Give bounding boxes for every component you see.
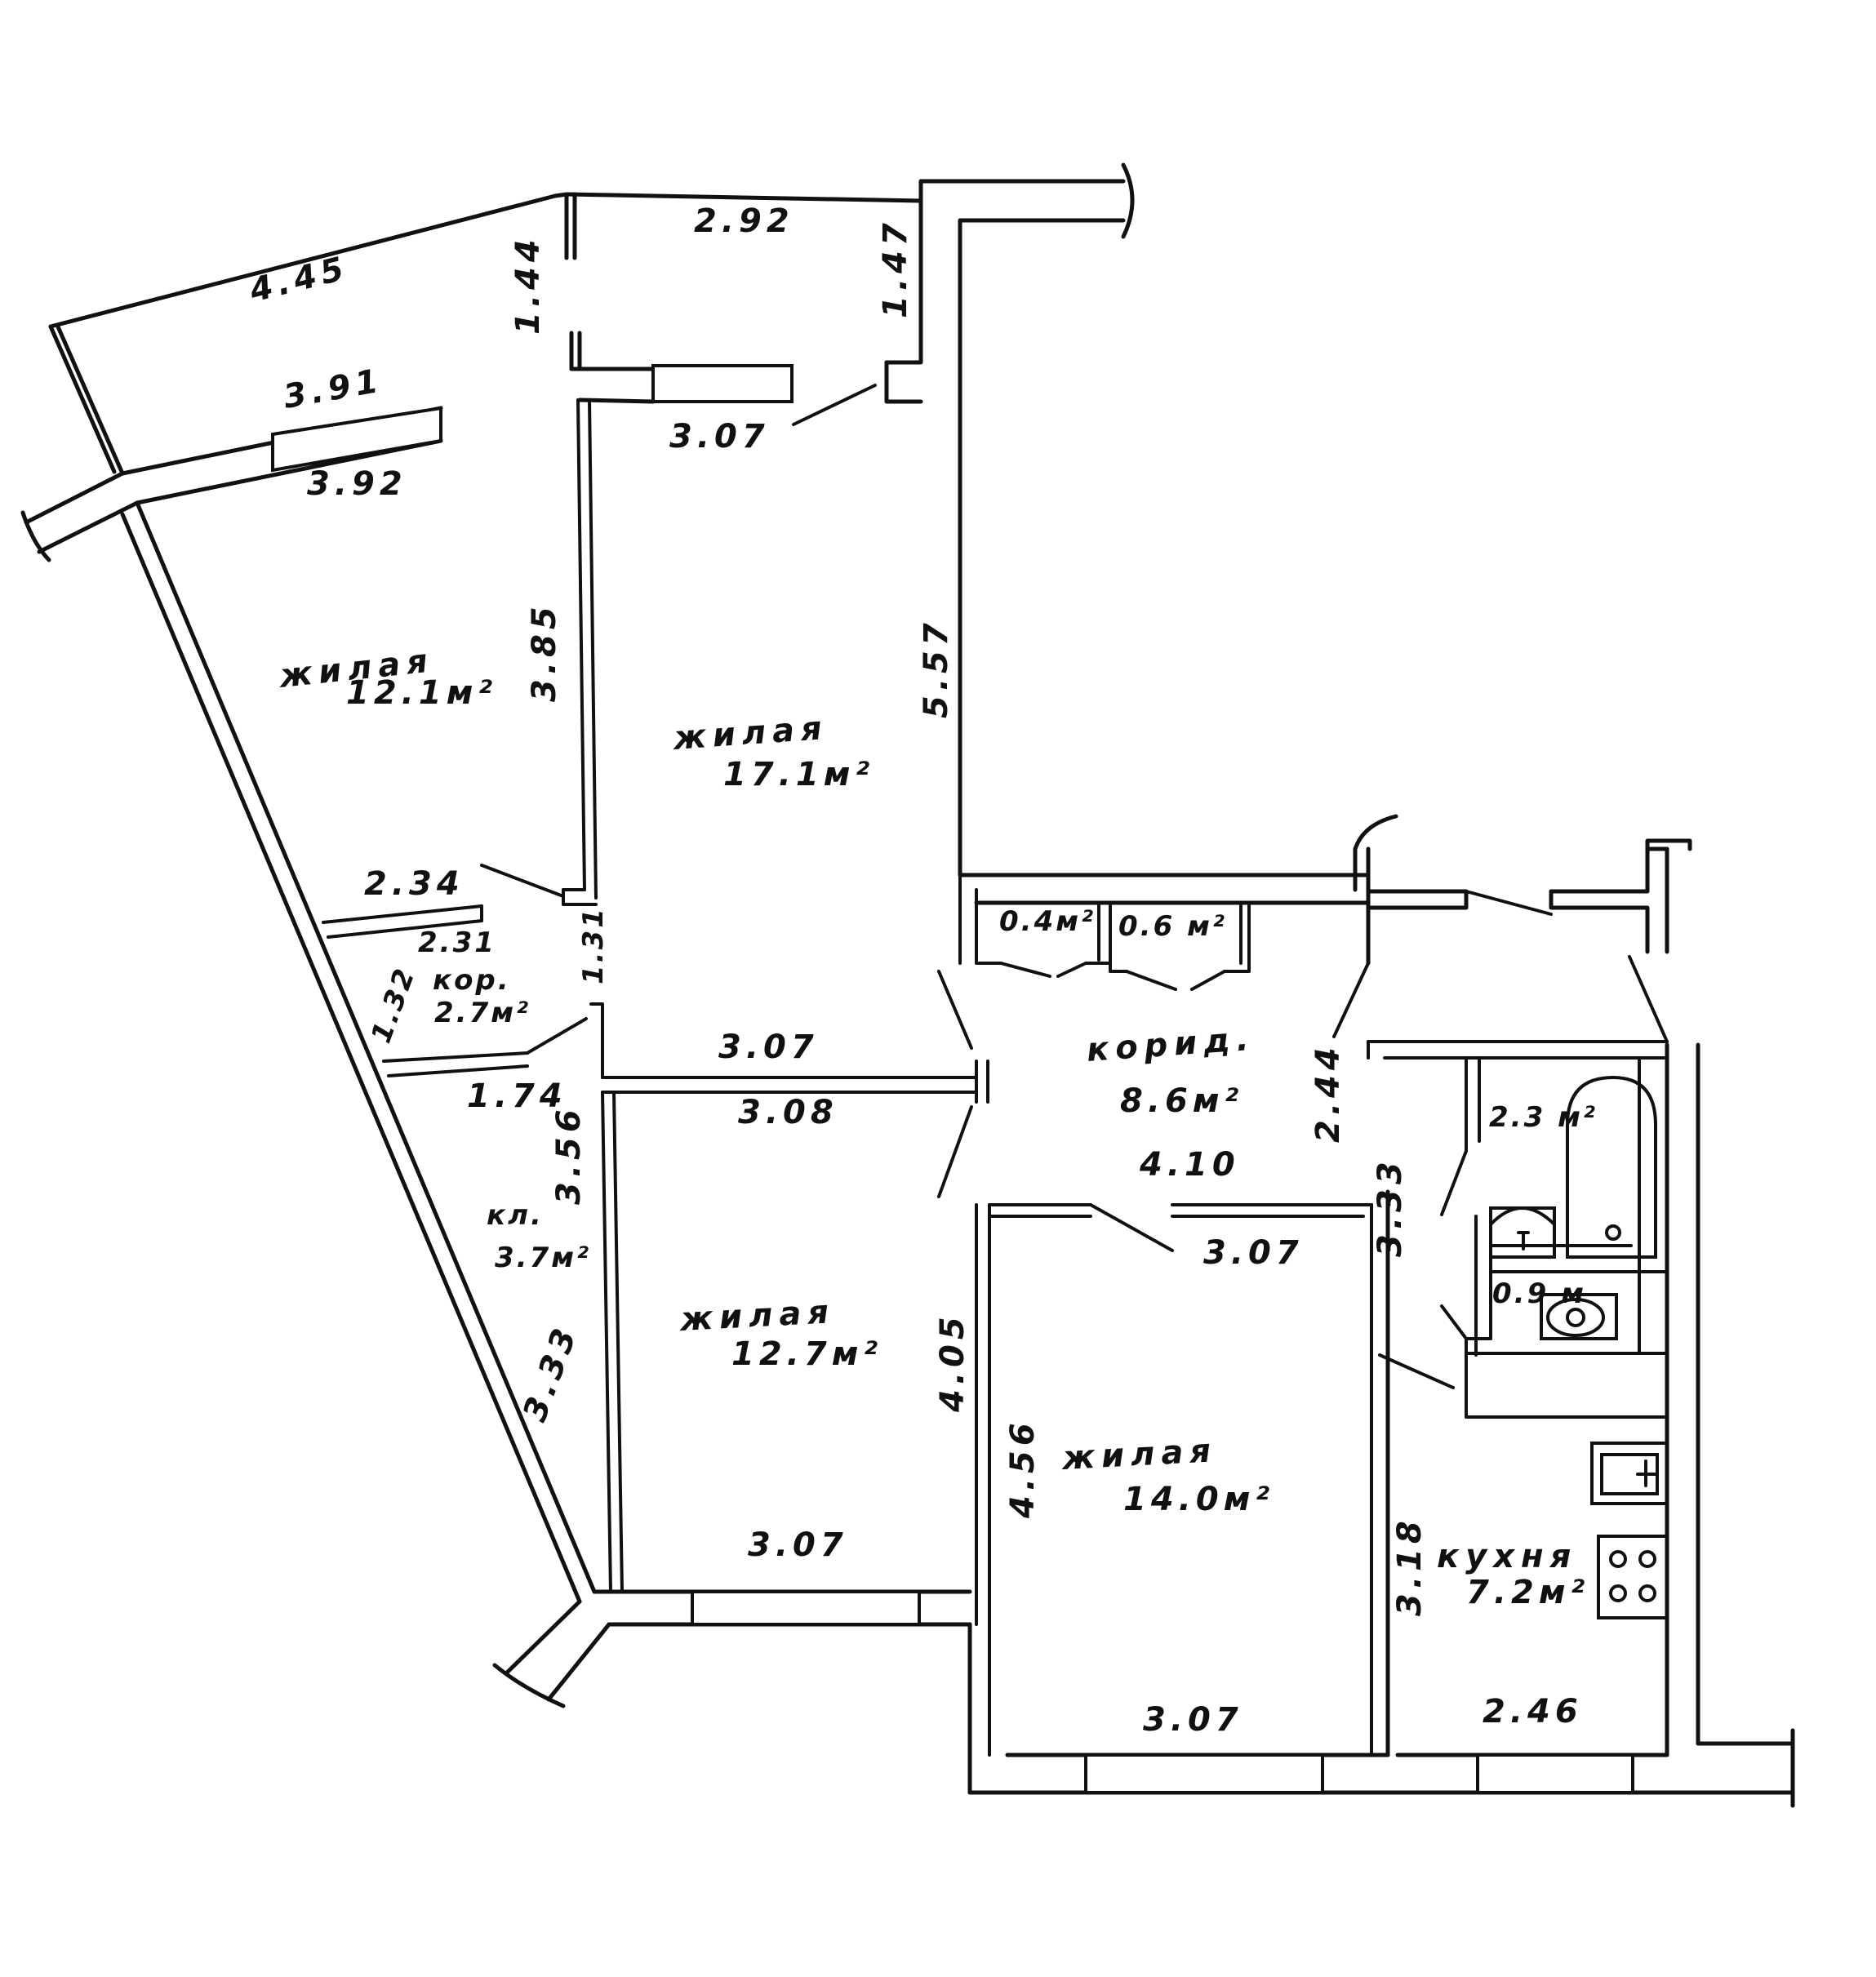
- dim-nw-height: 3.85: [526, 602, 563, 702]
- dim-north-top: 3.07: [669, 418, 770, 455]
- dim-nw-top-inner: 3.92: [307, 465, 407, 503]
- fixtures: [1489, 1075, 1669, 1619]
- corridor-small-name: кор.: [433, 964, 511, 997]
- corridor-main-area: 8.6м²: [1120, 1082, 1243, 1120]
- dim-small-corridor-top: 2.31: [418, 926, 496, 959]
- dim-kitchen-bottom: 2.46: [1483, 1693, 1583, 1730]
- dim-west-bottom: 3.07: [748, 1526, 848, 1564]
- kitchen-area: 7.2м²: [1466, 1574, 1589, 1611]
- corridor-small-area: 2.7м²: [434, 997, 531, 1029]
- dim-balcony-right-depth: 1.47: [877, 218, 914, 318]
- storage-area: 3.7м²: [495, 1242, 591, 1274]
- dim-balcony-right: 2.92: [694, 202, 794, 240]
- toilet-icon: [1540, 1293, 1618, 1340]
- kitchen-sink-icon: [1590, 1442, 1669, 1505]
- bathroom-area: 2.3 м²: [1489, 1101, 1598, 1134]
- dim-diagonal-wall: 3.33: [516, 1319, 585, 1426]
- closet-1-area: 0.4м²: [999, 905, 1096, 938]
- closet-2-area: 0.6 м²: [1118, 910, 1227, 943]
- dim-south-height: 4.56: [1004, 1418, 1042, 1519]
- dim-south-bottom: 3.07: [1143, 1701, 1243, 1739]
- dim-corridor-height: 2.44: [1309, 1042, 1347, 1143]
- corridor-main-name: корид.: [1085, 1020, 1256, 1069]
- dim-balcony-divider: 1.44: [509, 234, 547, 335]
- room-north-area: 17.1м²: [723, 756, 874, 793]
- room-west-area: 12.7м²: [731, 1335, 882, 1373]
- dim-north-bottom: 3.07: [718, 1028, 819, 1066]
- storage-name: кл.: [487, 1199, 544, 1232]
- dim-kitchen-height: 3.18: [1391, 1516, 1429, 1616]
- door-swings: [480, 384, 1669, 1389]
- drain-icon: [1605, 1224, 1621, 1241]
- room-south-name: жилая: [1060, 1432, 1218, 1477]
- stove-icon: [1597, 1535, 1669, 1619]
- room-labels: жилая 12.1м² жилая 17.1м² жилая 12.7м² ж…: [276, 642, 1598, 1611]
- window-kitchen: [1476, 1753, 1634, 1794]
- dim-balcony-left: 4.45: [245, 249, 352, 310]
- dim-storage-top: 1.74: [467, 1077, 567, 1115]
- dim-north-height: 5.57: [918, 618, 955, 718]
- window-west-room: [691, 1590, 921, 1626]
- dim-west-top: 3.08: [738, 1094, 838, 1131]
- dim-small-corridor-side: 1.31: [577, 906, 610, 984]
- dim-nw-bottom: 2.34: [364, 865, 465, 903]
- room-west-name: жилая: [678, 1293, 836, 1339]
- kitchen-name: кухня: [1437, 1538, 1577, 1575]
- interior-walls: [322, 398, 1669, 1757]
- exterior-walls: [20, 162, 1795, 1808]
- dim-south-top: 3.07: [1203, 1234, 1304, 1272]
- window-south-room: [1084, 1753, 1324, 1794]
- dim-kitchen-side-upper: 3.33: [1371, 1157, 1409, 1257]
- dim-corridor-width: 4.10: [1139, 1146, 1240, 1184]
- window-nw: [271, 406, 442, 473]
- bathtub-icon: [1566, 1075, 1657, 1259]
- room-north-name: жилая: [670, 709, 829, 757]
- dim-west-height: 4.05: [934, 1312, 971, 1413]
- toilet-area: 0.9 м: [1492, 1277, 1586, 1310]
- room-nw-area: 12.1м²: [346, 674, 497, 712]
- window-north: [651, 364, 794, 403]
- dim-small-corridor-left: 1.32: [365, 962, 422, 1047]
- dim-storage-height: 3.56: [550, 1104, 588, 1205]
- room-south-area: 14.0м²: [1123, 1481, 1274, 1518]
- dim-nw-top-outer: 3.91: [281, 362, 386, 416]
